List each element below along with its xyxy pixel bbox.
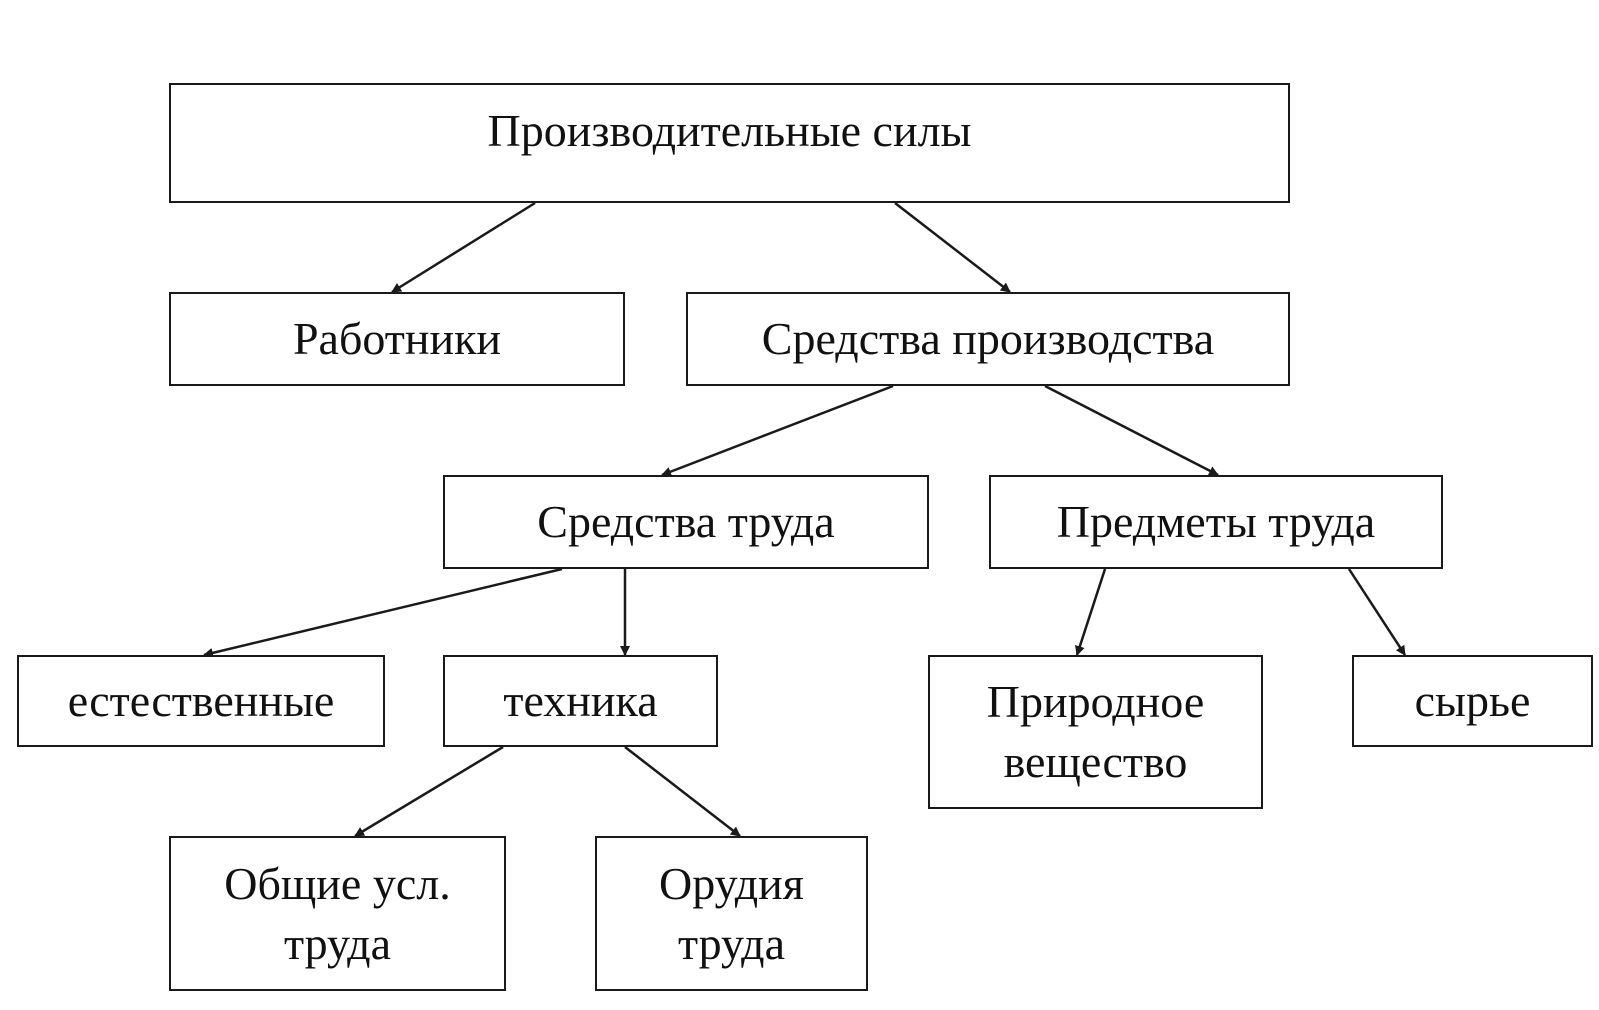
node-general-conditions: Общие усл. труда bbox=[169, 836, 506, 991]
node-means-of-labor: Средства труда bbox=[443, 475, 929, 569]
arrow-top-to-means bbox=[894, 202, 1011, 293]
arrow-subjects-to-raw bbox=[1347, 568, 1407, 656]
node-technology-label: техника bbox=[503, 675, 658, 726]
arrow-means-to-subjects bbox=[1044, 384, 1219, 477]
node-raw-materials: сырье bbox=[1352, 655, 1593, 747]
node-productive-forces: Производительные силы bbox=[169, 83, 1290, 203]
node-objects-of-labor: Предметы труда bbox=[989, 475, 1443, 569]
arrow-means-to-labmeans bbox=[661, 384, 894, 477]
node-means-of-production: Средства производства bbox=[686, 292, 1290, 386]
node-raw-materials-label: сырье bbox=[1414, 675, 1531, 726]
node-natural-label: естественные bbox=[67, 675, 335, 726]
node-natural-substance-label: Природное вещество bbox=[986, 676, 1205, 787]
node-means-of-labor-label: Средства труда bbox=[537, 496, 835, 547]
node-productive-forces-label: Производительные силы bbox=[487, 105, 972, 156]
node-tools-of-labor: Орудия труда bbox=[595, 836, 868, 991]
arrow-subjects-to-subst bbox=[1075, 568, 1107, 656]
arrow-top-to-workers bbox=[391, 201, 536, 294]
arrow-tech-to-tools bbox=[624, 746, 741, 837]
node-workers-label: Работники bbox=[292, 313, 502, 364]
node-general-conditions-label: Общие усл. труда bbox=[224, 857, 451, 969]
node-objects-of-labor-label: Предметы труда bbox=[1056, 496, 1376, 547]
node-natural: естественные bbox=[17, 655, 385, 747]
node-natural-substance: Природное вещество bbox=[928, 655, 1263, 809]
node-tools-of-labor-label: Орудия труда bbox=[659, 857, 804, 969]
arrow-tech-to-general bbox=[354, 745, 504, 838]
node-workers: Работники bbox=[169, 292, 625, 386]
node-technology: техника bbox=[443, 655, 718, 747]
arrow-labmeans-to-natural bbox=[203, 567, 563, 658]
node-means-of-production-label: Средства производства bbox=[761, 313, 1215, 364]
